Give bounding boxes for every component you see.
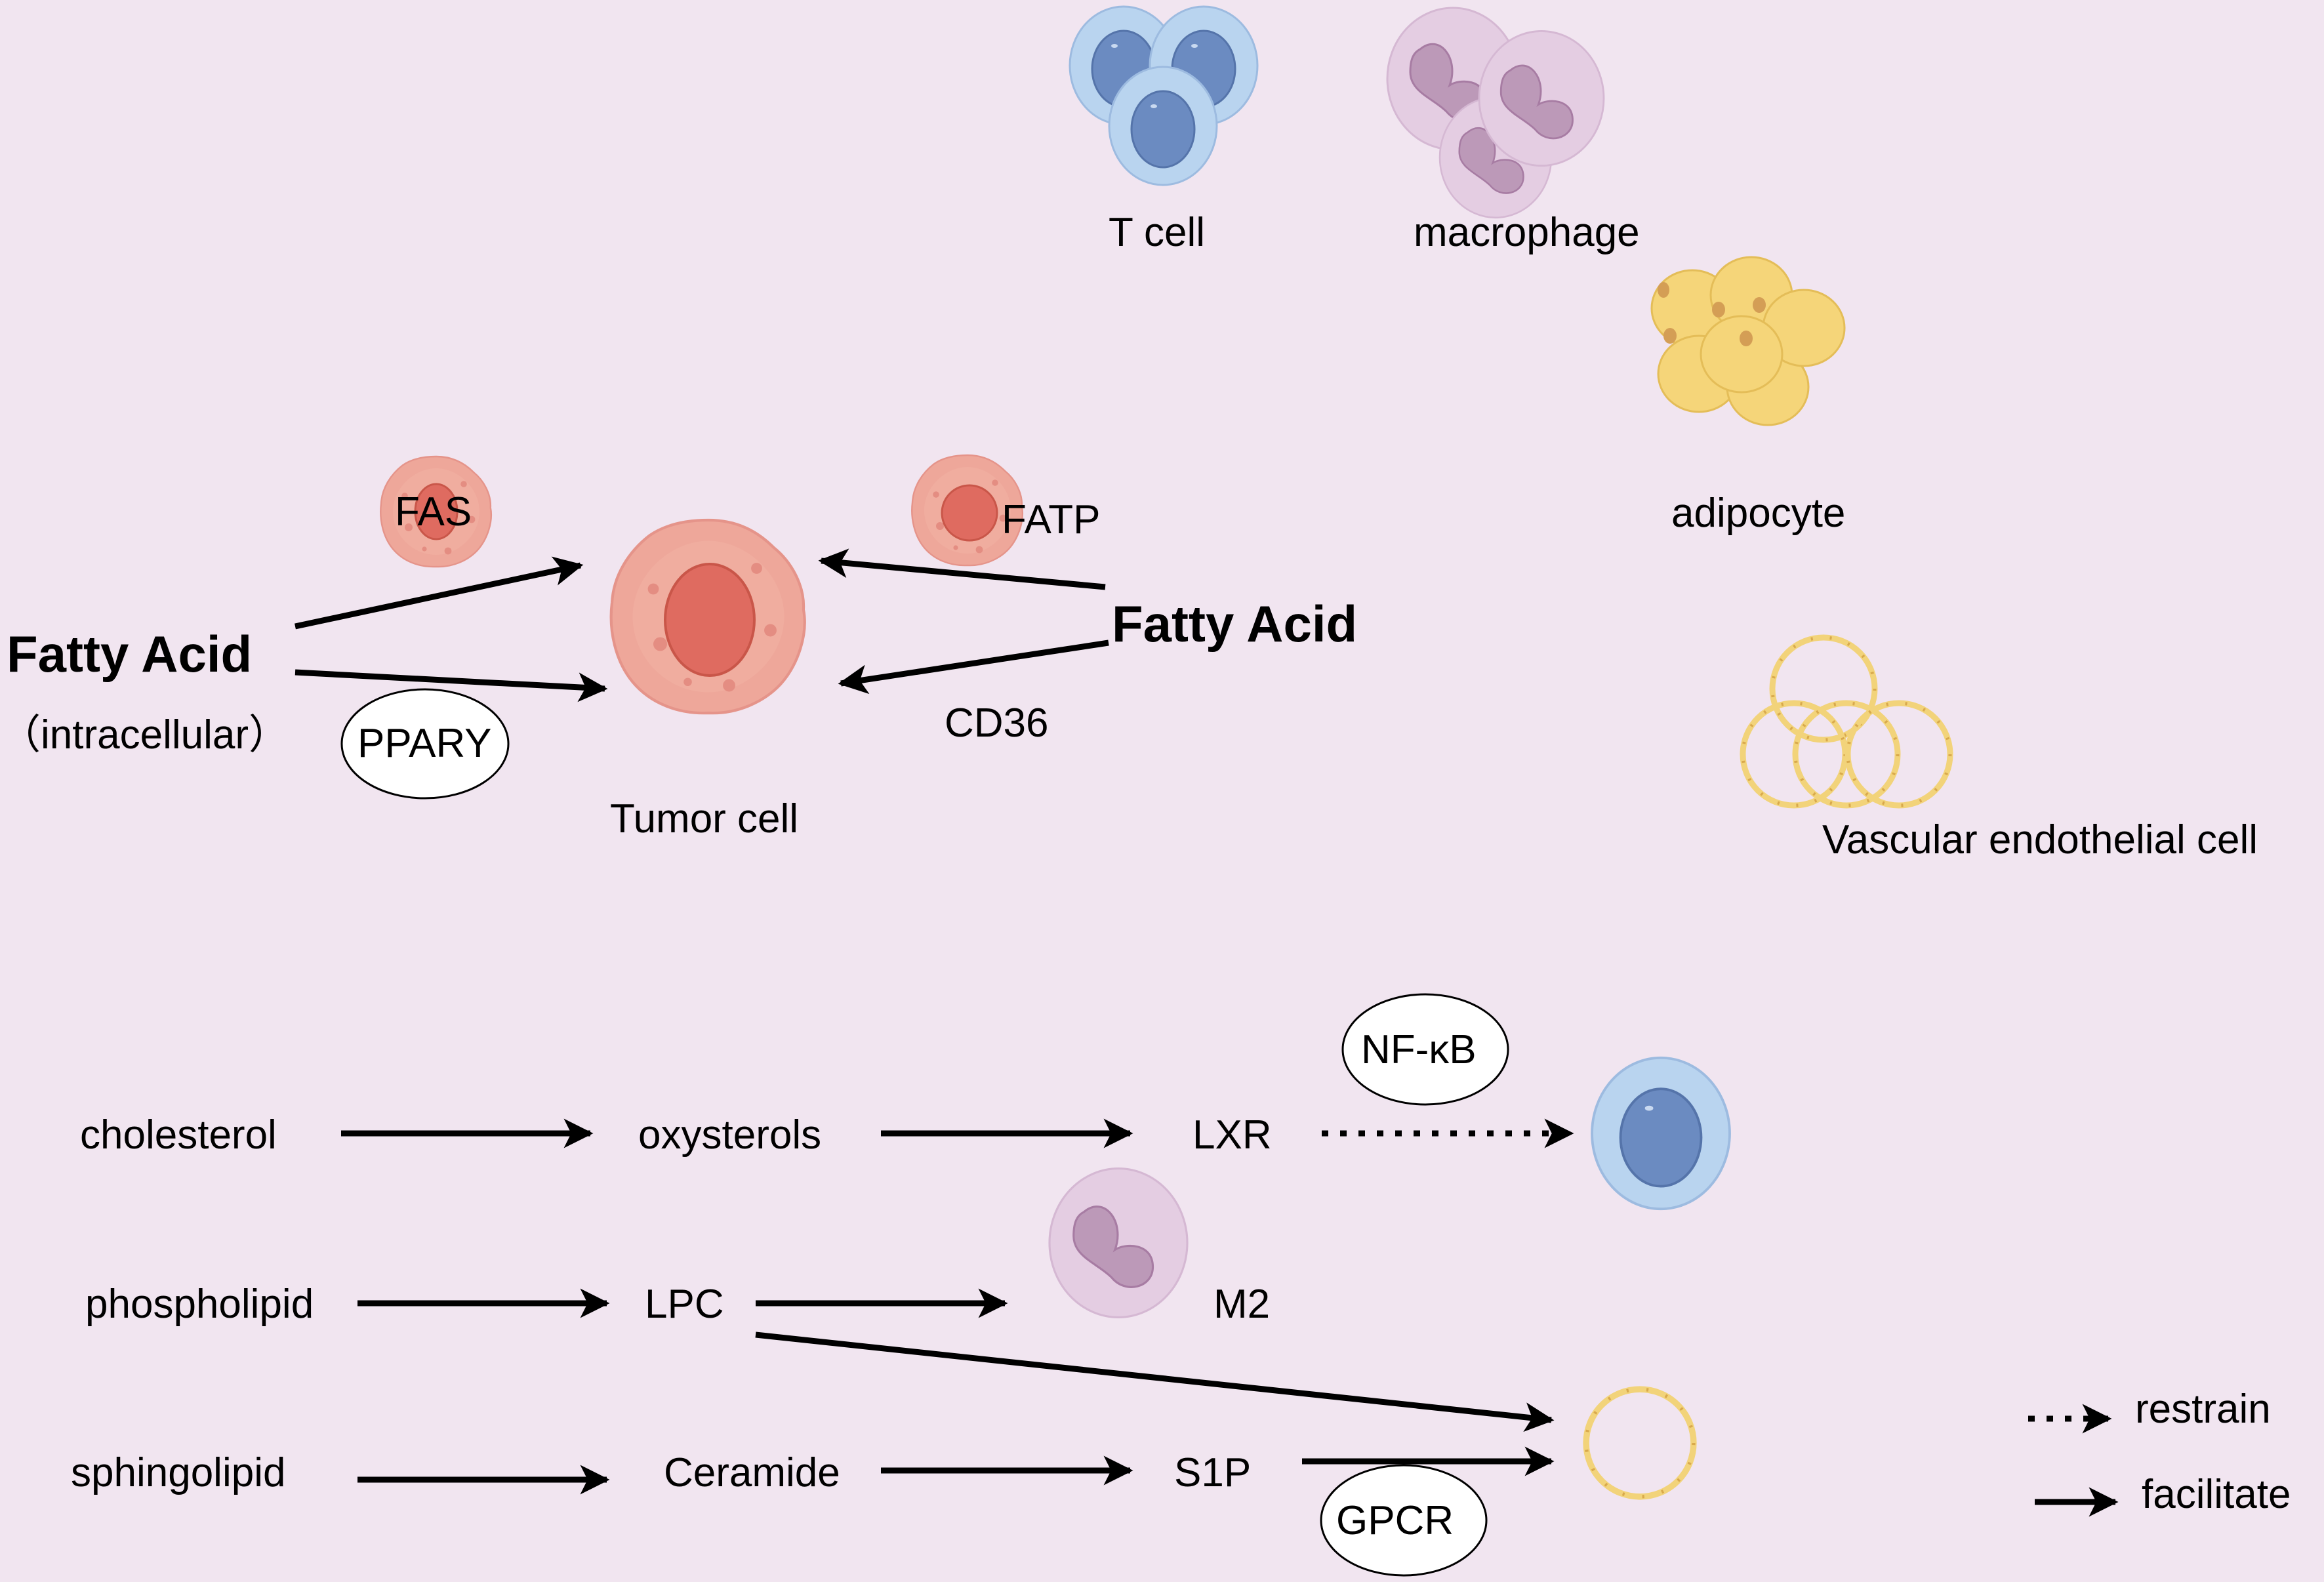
nfkb-badge — [1341, 993, 1509, 1106]
arrow-lpc-endothelial — [755, 1331, 1555, 1432]
vascular-endothelial-cluster-icon — [1743, 638, 1950, 805]
fatp-cell-icon — [911, 454, 1024, 567]
t-cell-cluster-icon — [1069, 5, 1259, 186]
fatty-acid-intracellular-subtitle: （intracellular） — [0, 712, 290, 758]
legend-facilitate-label: facilitate — [2142, 1472, 2291, 1517]
arrow-fatp — [818, 548, 1106, 590]
vascular-endothelial-label: Vascular endothelial cell — [1822, 817, 2258, 862]
adipocyte-cluster-icon — [1650, 256, 1846, 426]
lxr-label: LXR — [1193, 1112, 1272, 1158]
arrow-fatty-acid-ppar — [295, 669, 608, 702]
fas-label: FAS — [395, 489, 472, 535]
lpc-label: LPC — [645, 1282, 724, 1327]
arrow-cd36 — [838, 639, 1109, 695]
macrophage-label: macrophage — [1414, 210, 1640, 255]
fatp-label: FATP — [1002, 497, 1101, 542]
m2-label: M2 — [1213, 1282, 1271, 1327]
ppar-badge — [340, 688, 510, 800]
fatty-acid-extracellular-title: Fatty Acid — [1112, 595, 1358, 653]
tumor-cell-label: Tumor cell — [610, 796, 799, 842]
phospholipid-label: phospholipid — [85, 1282, 314, 1327]
ppar-label: PPARY — [357, 721, 492, 766]
arrow-fatty-acid-fas — [295, 556, 584, 630]
fatty-acid-intracellular-title: Fatty Acid — [7, 625, 253, 683]
t-cell-label: T cell — [1109, 210, 1206, 255]
macrophage-cluster-icon — [1386, 7, 1605, 219]
cd36-label: CD36 — [945, 700, 1049, 746]
gpcr-badge — [1320, 1464, 1488, 1577]
gpcr-label: GPCR — [1336, 1498, 1454, 1543]
s1p-label: S1P — [1174, 1450, 1252, 1495]
legend-restrain-label: restrain — [2135, 1387, 2271, 1432]
nfkb-label: NF-κB — [1361, 1027, 1477, 1072]
target-t-cell-icon — [1591, 1056, 1731, 1211]
sphingolipid-label: sphingolipid — [71, 1450, 286, 1495]
tumor-cell-icon — [611, 520, 805, 713]
adipocyte-label: adipocyte — [1671, 491, 1846, 536]
oxysterols-label: oxysterols — [638, 1112, 822, 1158]
ceramide-label: Ceramide — [664, 1450, 840, 1495]
target-endothelial-icon — [1586, 1389, 1694, 1497]
fas-cell-icon — [380, 455, 493, 568]
cholesterol-label: cholesterol — [80, 1112, 277, 1158]
m2-macrophage-icon — [1048, 1167, 1189, 1318]
